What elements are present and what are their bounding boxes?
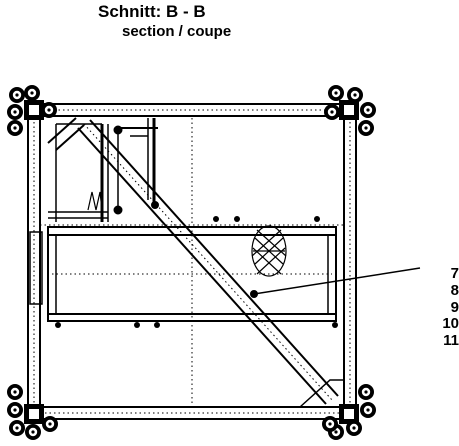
drawing-title: Schnitt: B - B	[98, 2, 206, 21]
callout-label-11: 11	[443, 332, 459, 350]
corner-top-right	[324, 85, 376, 136]
fixing-points	[55, 216, 338, 328]
corner-bottom-left	[7, 384, 58, 440]
callout-label-10: 10	[442, 315, 459, 333]
upper-left-brace	[47, 117, 85, 151]
actuator	[113, 118, 159, 215]
upper-left-compartment	[48, 123, 109, 222]
callout-leader	[253, 267, 421, 295]
corner-top-left	[7, 85, 57, 136]
callout-label-9: 9	[450, 298, 459, 316]
drawing-subtitle: section / coupe	[122, 23, 232, 40]
callout-labels: 7 8 9 10 11	[437, 265, 459, 350]
diagonal-brace	[77, 119, 339, 405]
tray	[47, 226, 337, 322]
callout-label-8: 8	[450, 281, 459, 299]
callout-label-7: 7	[450, 265, 459, 282]
net-basket	[251, 225, 287, 277]
corner-bottom-right	[322, 384, 376, 440]
